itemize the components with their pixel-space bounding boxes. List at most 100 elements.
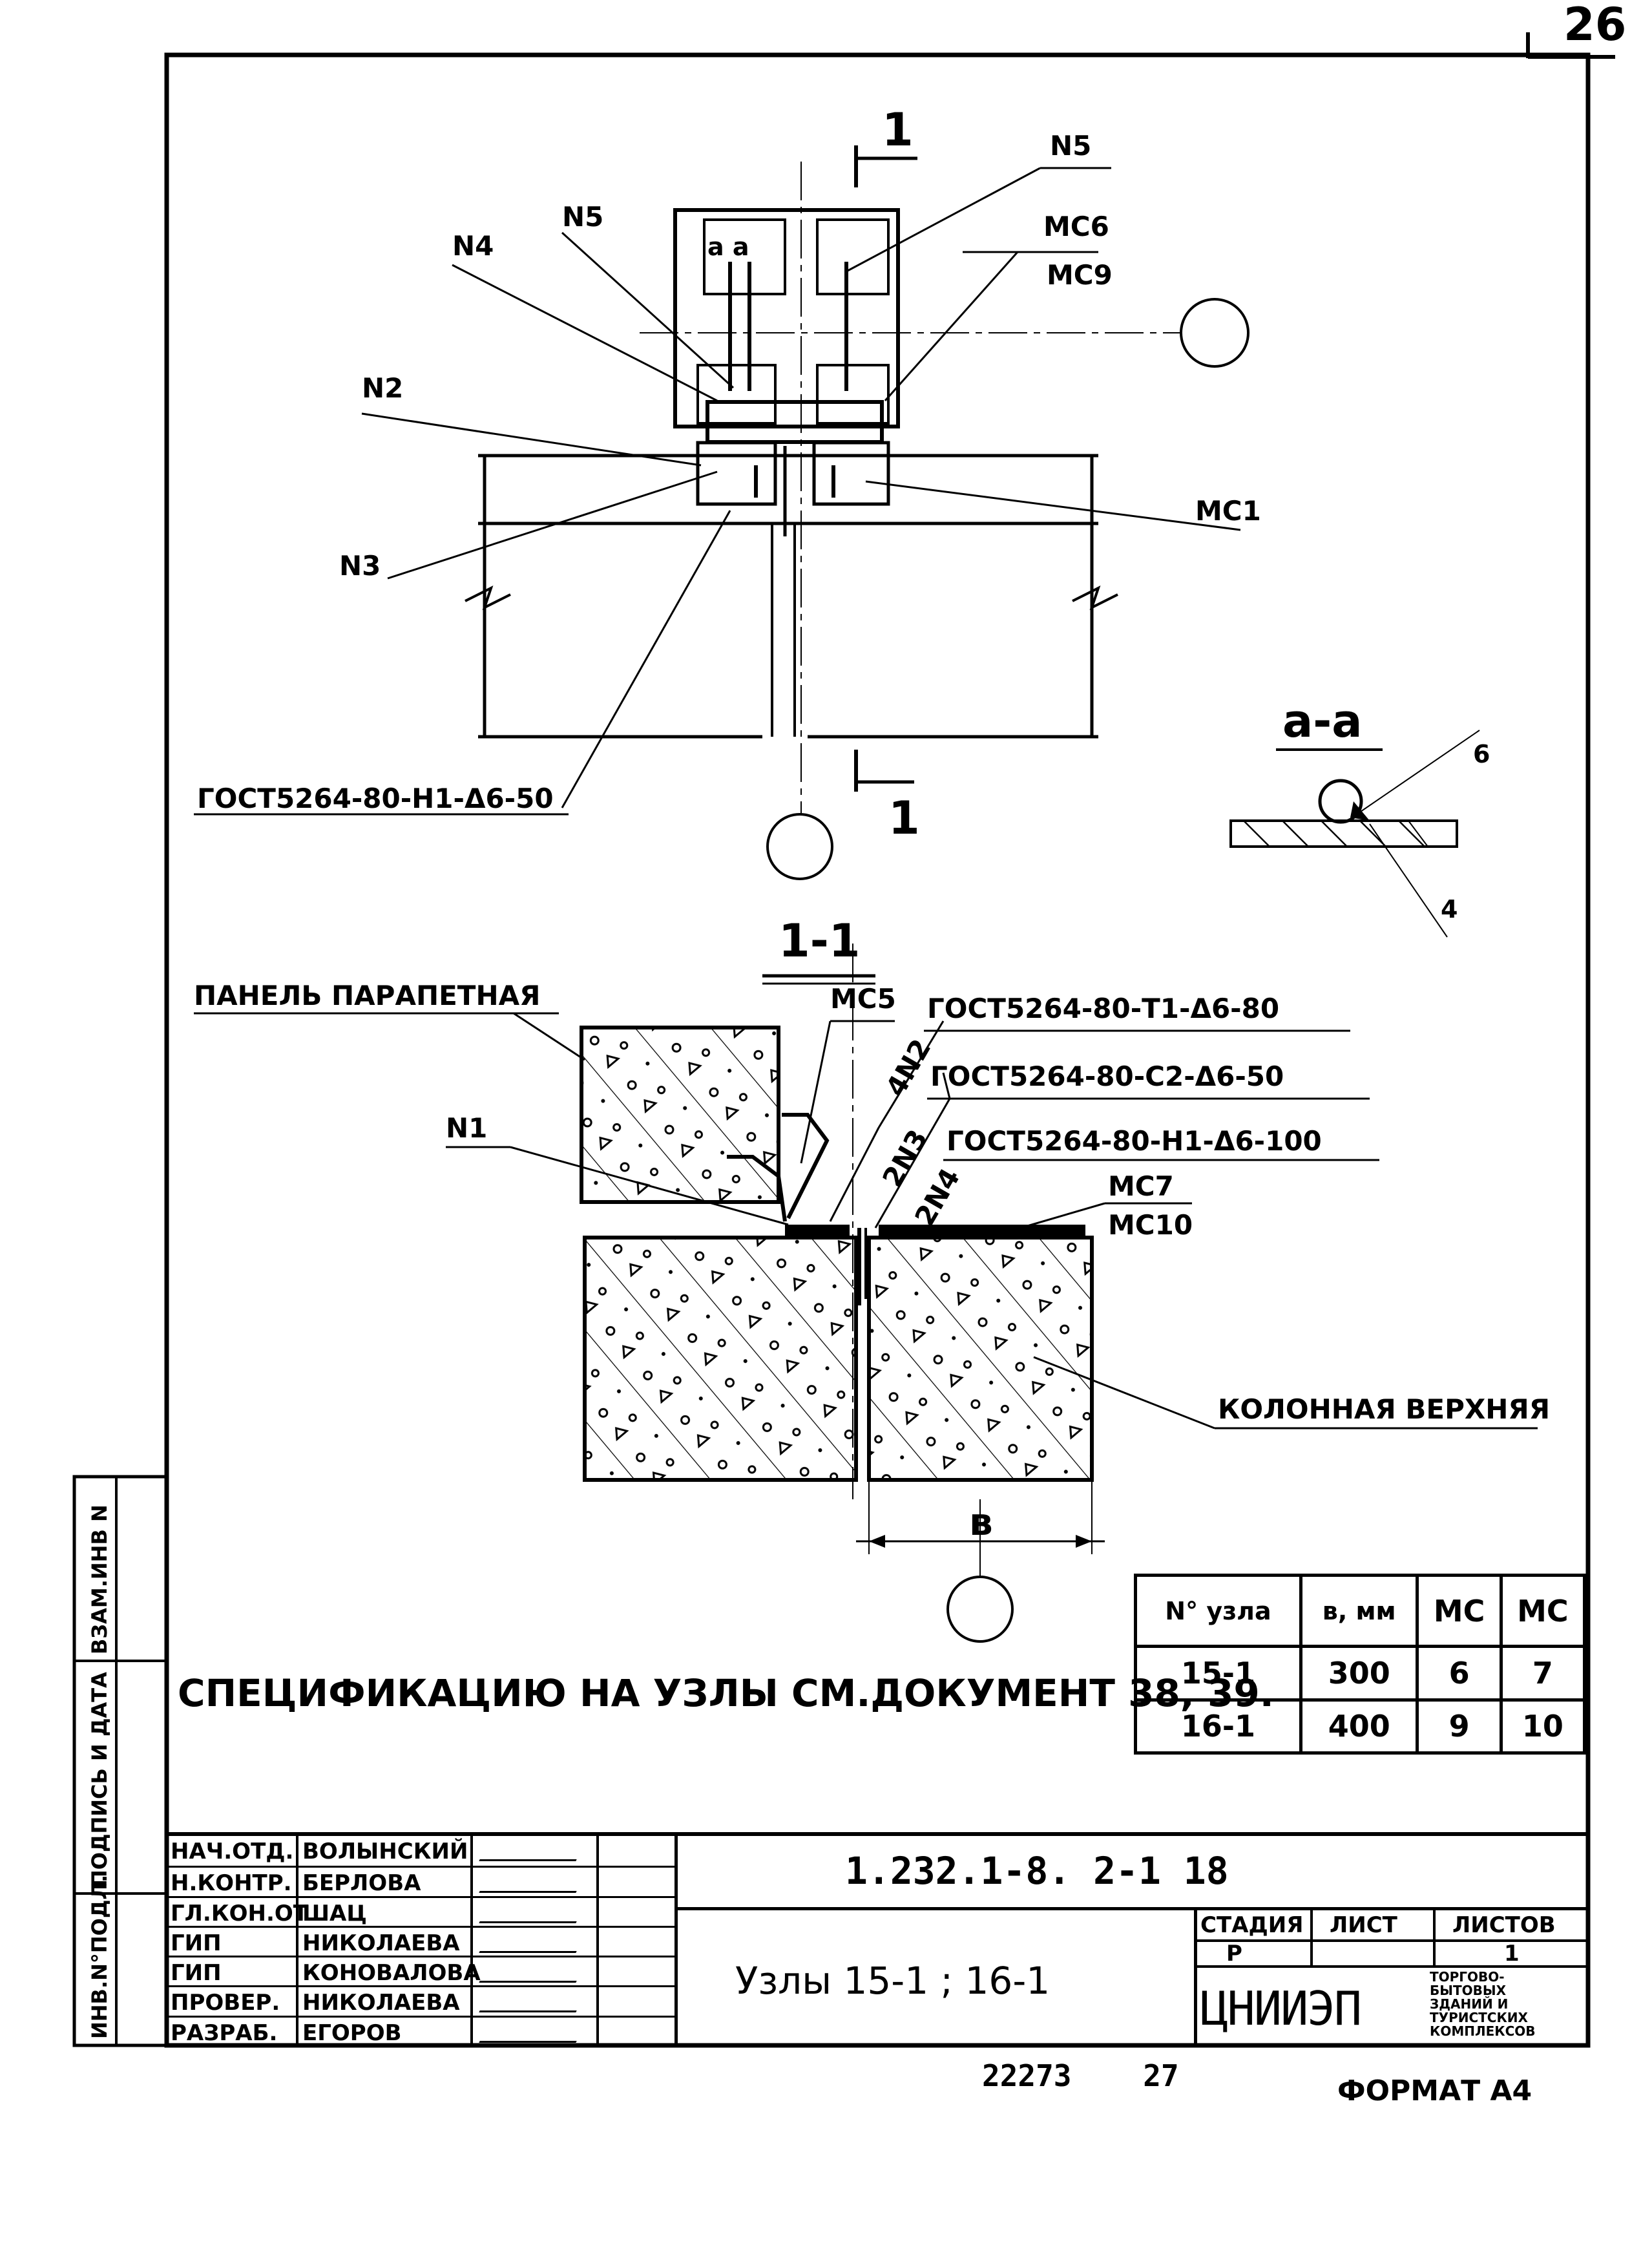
spec-table: N° узла в, мм МС МС 15-1 300 6 7 16-1 40…: [1134, 1574, 1587, 1755]
sheets-value: 1: [1504, 1941, 1520, 1967]
spec-cell: 6: [1416, 1645, 1503, 1702]
parapet-panel: [580, 1026, 780, 1204]
side-stamp-sign: ПОДПИСЬ И ДАТА: [87, 1672, 112, 1887]
side-stamp: ИНВ.N°ПОДЛ. ПОДПИСЬ И ДАТА ВЗАМ.ИНВ N: [72, 1475, 169, 2047]
section-mark-bottom: 1: [888, 792, 920, 845]
handwritten-signature: [479, 1904, 585, 1923]
spec-header-node: N° узла: [1134, 1574, 1302, 1648]
callout-n4: N4: [452, 230, 494, 262]
callout-aa-mark: а а: [707, 233, 749, 261]
axis-bubble-right: [1180, 298, 1249, 368]
sheet-frame: [164, 52, 1591, 2048]
signature-row: Н.КОНТР. БЕРЛОВА: [167, 1866, 677, 1897]
org-logo: ЦНИИЭП: [1200, 1981, 1362, 2036]
signature-role: РАЗРАБ.: [171, 2020, 278, 2046]
callout-mc5: МС5: [830, 983, 896, 1015]
signature-name: НИКОЛАЕВА: [302, 1930, 460, 1956]
handwritten-signature: [479, 1964, 585, 1983]
spec-header-mc1: МС: [1416, 1574, 1503, 1648]
section-mark-top: 1: [882, 103, 914, 156]
dim-b: в: [969, 1500, 993, 1544]
stage-header: СТАДИЯ: [1200, 1912, 1304, 1938]
signature-role: Н.КОНТР.: [171, 1870, 292, 1897]
signature-role: НАЧ.ОТД.: [171, 1839, 294, 1864]
weld-callout-3: ГОСТ5264-80-Н1-Δ6-100: [946, 1125, 1322, 1157]
signature-name: НИКОЛАЕВА: [302, 1990, 460, 2016]
org-text-line: ЗДАНИЙ И: [1430, 1996, 1509, 2012]
stage-value: Р: [1226, 1941, 1242, 1967]
spec-header-b: в, мм: [1299, 1574, 1419, 1648]
callout-n3: N3: [339, 550, 381, 582]
section-1-1: 1-1 ПАНЕЛЬ ПАРАПЕТНАЯ в МС5 N1: [194, 914, 1550, 1643]
page-number: 26: [1563, 0, 1626, 51]
callout-n5-left: N5: [562, 201, 603, 233]
handwritten-signature: [479, 1874, 585, 1894]
callout-mc7: МС7: [1108, 1170, 1174, 1202]
spec-cell: 9: [1416, 1698, 1503, 1755]
signature-role: ГИП: [171, 1930, 222, 1956]
spec-header-mc2: МС: [1499, 1574, 1587, 1648]
spec-note: СПЕЦИФИКАЦИЮ НА УЗЛЫ СМ.ДОКУМЕНТ 38, 39.: [178, 1671, 1274, 1715]
axis-bubble-section: [946, 1576, 1014, 1643]
handwritten-signature: [479, 2023, 585, 2043]
signature-name: ЕГОРОВ: [302, 2020, 402, 2046]
handwritten-signature: [479, 1934, 585, 1954]
callout-mc1: МС1: [1195, 495, 1261, 527]
detail-aa-title: а-а: [1282, 695, 1363, 748]
org-text-line: БЫТОВЫХ: [1430, 1983, 1506, 1998]
bottom-numbers: 22273 27: [982, 2058, 1179, 2093]
column-label: КОЛОННАЯ ВЕРХНЯЯ: [1218, 1393, 1550, 1425]
signature-row: НАЧ.ОТД. ВОЛЫНСКИЙ: [167, 1836, 677, 1866]
spec-cell: 300: [1299, 1645, 1419, 1702]
side-stamp-inv: ИНВ.N°ПОДЛ.: [87, 1875, 112, 2039]
top-view: 1 1 N5 МС6 МС9 N4 N5 N2 N3 МС1 а а ГОСТ5…: [194, 103, 1261, 880]
callout-n2: N2: [362, 372, 403, 404]
org-text-line: ТУРИСТСКИХ: [1430, 2010, 1528, 2025]
detail-aa-dim-bottom: 4: [1441, 895, 1458, 923]
spec-cell: 10: [1499, 1698, 1587, 1755]
spec-cell: 16-1: [1134, 1698, 1302, 1755]
signature-name: БЕРЛОВА: [302, 1870, 421, 1897]
spec-cell: 400: [1299, 1698, 1419, 1755]
signature-name: ВОЛЫНСКИЙ: [302, 1839, 468, 1864]
format-label: ФОРМАТ А4: [1337, 2074, 1532, 2107]
signature-name: ШАЦ: [302, 1900, 367, 1926]
org-text-line: ТОРГОВО-: [1430, 1969, 1505, 1985]
handwritten-signature: [479, 1994, 585, 2013]
signature-row: ПРОВЕР. НИКОЛАЕВА: [167, 1985, 677, 2016]
signature-row: ГИП НИКОЛАЕВА: [167, 1925, 677, 1956]
axis-bubble-bottom: [766, 813, 833, 880]
signature-name: КОНОВАЛОВА: [302, 1960, 481, 1987]
signature-role: ГИП: [171, 1960, 222, 1987]
column-block-right: [867, 1236, 1094, 1482]
detail-aa-dim-top: 6: [1473, 740, 1490, 768]
detail-aa: а-а 6 4: [1229, 695, 1490, 938]
panel-label: ПАНЕЛЬ ПАРАПЕТНАЯ: [194, 980, 540, 1011]
handwritten-signature: [479, 1842, 585, 1862]
sheets-header: ЛИСТОВ: [1452, 1912, 1556, 1938]
org-text-line: КОМПЛЕКСОВ: [1430, 2023, 1536, 2039]
callout-mc10: МС10: [1108, 1209, 1193, 1241]
callout-n1: N1: [446, 1112, 487, 1144]
callout-mc9: МС9: [1047, 259, 1113, 291]
sheet-header: ЛИСТ: [1330, 1912, 1397, 1938]
callout-2n3: 2N3: [876, 1124, 934, 1192]
drawing-code: 1.232.1-8. 2-1 18: [845, 1849, 1229, 1893]
side-stamp-vzam: ВЗАМ.ИНВ N: [87, 1504, 112, 1654]
signature-row: ГИП КОНОВАЛОВА: [167, 1956, 677, 1987]
org-text: ТОРГОВО- БЫТОВЫХ ЗДАНИЙ И ТУРИСТСКИХ КОМ…: [1430, 1970, 1536, 2038]
callout-2n4: 2N4: [908, 1163, 966, 1231]
weld-callout-2: ГОСТ5264-80-С2-Δ6-50: [930, 1060, 1284, 1092]
signature-role: ПРОВЕР.: [171, 1990, 280, 2016]
drawing-title: Узлы 15-1 ; 16-1: [735, 1959, 1051, 2003]
spec-cell: 7: [1499, 1645, 1587, 1702]
weld-callout-1: ГОСТ5264-80-Т1-Δ6-80: [927, 993, 1279, 1024]
column-block-left: [583, 1236, 858, 1482]
callout-mc6: МС6: [1043, 211, 1109, 242]
callout-n5-right: N5: [1050, 130, 1091, 162]
spec-cell: 15-1: [1134, 1645, 1302, 1702]
